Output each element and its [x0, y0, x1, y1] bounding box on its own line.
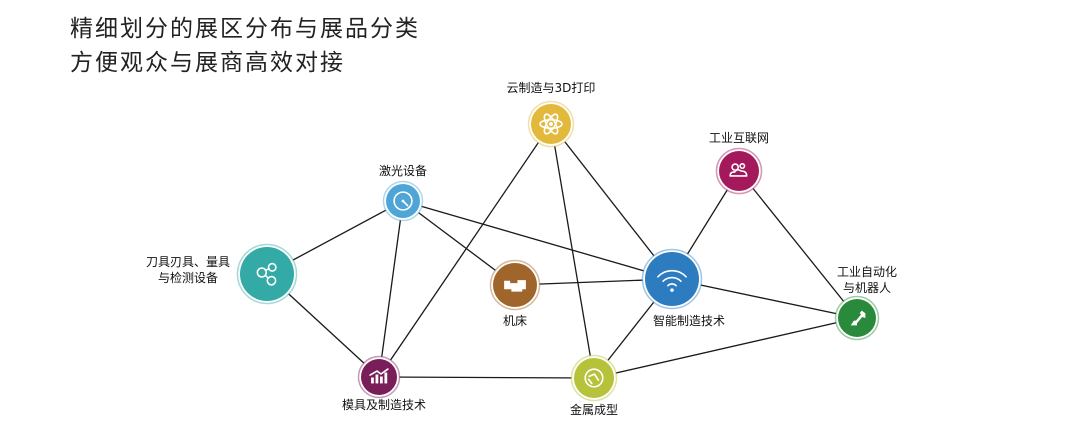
node-cloud3d: 云制造与3D打印 [507, 81, 596, 148]
bar-chart-icon [369, 368, 389, 384]
node-circle [574, 358, 614, 398]
node-iot: 工业互联网 [709, 131, 769, 195]
edge-metal-auto [593, 317, 858, 379]
node-metal: 金属成型 [570, 354, 618, 417]
edge-smart-auto [671, 278, 858, 319]
node-label: 与机器人 [843, 281, 891, 295]
edge-cloud3d-smart [550, 123, 673, 280]
node-circle [240, 247, 294, 301]
node-label: 智能制造技术 [653, 313, 725, 328]
gears-cloud-icon [729, 163, 748, 177]
molecule-icon [256, 262, 277, 286]
headline-line-2: 方便观众与展商高效对接 [70, 50, 345, 76]
edge-mold-metal [378, 376, 595, 379]
edge-laser-smart [402, 200, 673, 280]
edge-iot-auto [738, 170, 858, 319]
node-label: 刀具刃具、量具 [146, 255, 230, 269]
node-label: 云制造与3D打印 [507, 81, 596, 95]
node-label: 模具及制造技术 [342, 398, 426, 412]
node-label: 与检测设备 [158, 270, 218, 285]
cycle-arrows-icon [584, 368, 604, 388]
node-label: 激光设备 [379, 164, 427, 178]
headline-line-1: 精细划分的展区分布与展品分类 [70, 16, 420, 42]
node-mold: 模具及制造技术 [342, 355, 426, 412]
lathe-icon [504, 280, 526, 292]
node-laser: 激光设备 [379, 164, 427, 222]
node-circle [838, 299, 876, 337]
gauge-icon [393, 191, 413, 211]
node-circle [645, 252, 699, 306]
edges [266, 123, 858, 379]
node-circle [719, 151, 759, 191]
edge-mold-cloud3d [378, 123, 552, 378]
node-circle [361, 359, 397, 395]
node-label: 工业自动化 [837, 265, 897, 279]
node-label: 金属成型 [570, 402, 618, 417]
wifi-icon [657, 269, 687, 292]
edge-cloud3d-metal [550, 123, 595, 379]
node-label: 机床 [503, 314, 527, 328]
headline: 精细划分的展区分布与展品分类 方便观众与展商高效对接 [70, 12, 420, 80]
robot-arm-icon [850, 310, 866, 326]
atom-icon [539, 113, 563, 135]
edge-laser-mold [378, 200, 404, 378]
node-machine: 机床 [489, 259, 541, 328]
node-label: 工业互联网 [709, 131, 769, 145]
node-smart: 智能制造技术 [641, 248, 725, 328]
